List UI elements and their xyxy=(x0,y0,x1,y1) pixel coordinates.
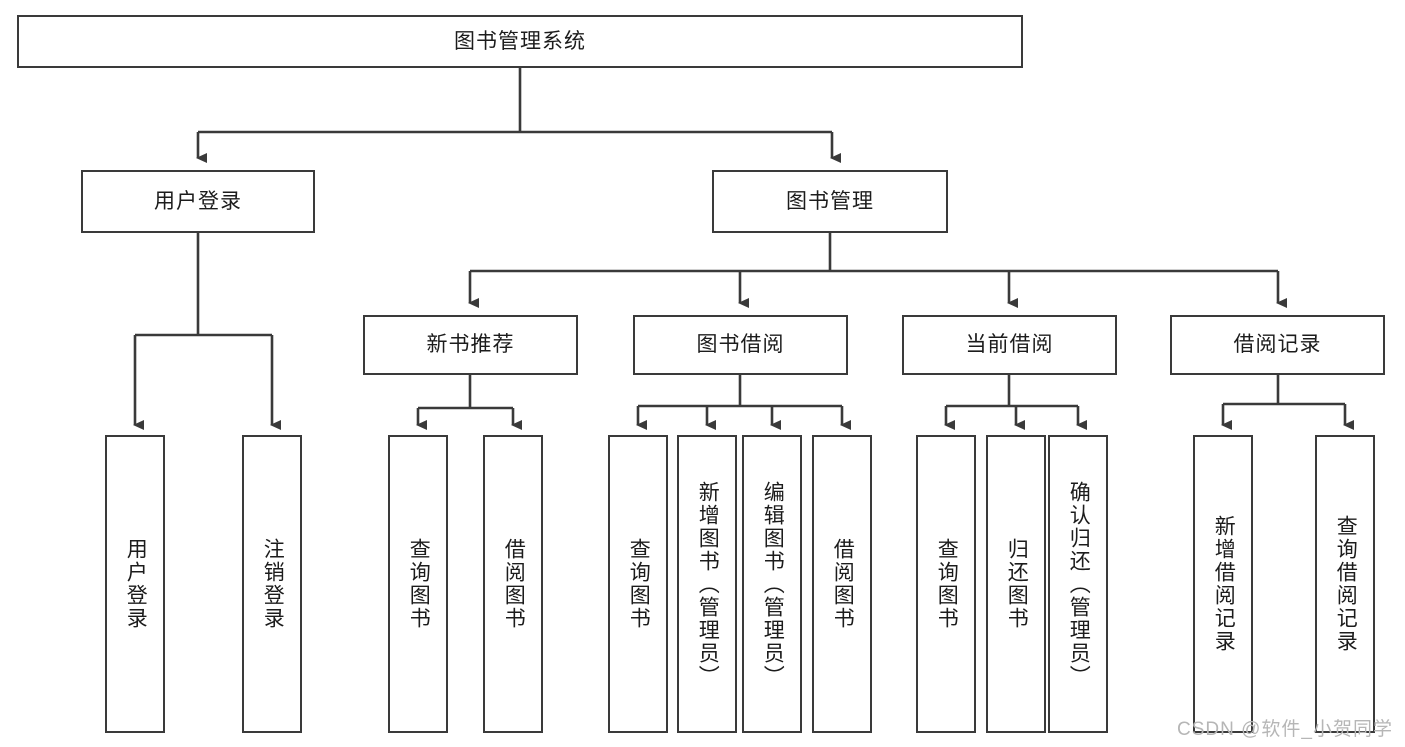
node-leaf-edit-book-admin[interactable]: 编辑图书（管理员） xyxy=(742,435,802,733)
csdn-watermark: CSDN @软件_小贺同学 xyxy=(1177,719,1393,740)
node-leaf-user-login-label: 用户登录 xyxy=(124,538,148,630)
node-leaf-borrow-book-recommend[interactable]: 借阅图书 xyxy=(483,435,543,733)
node-leaf-query-book-current[interactable]: 查询图书 xyxy=(916,435,976,733)
node-leaf-query-book-recommend[interactable]: 查询图书 xyxy=(388,435,448,733)
node-current-borrow-label: 当前借阅 xyxy=(965,333,1054,357)
node-leaf-borrow-book-recommend-label: 借阅图书 xyxy=(502,538,526,630)
node-leaf-query-book-recommend-label: 查询图书 xyxy=(407,538,431,630)
node-borrow-record[interactable]: 借阅记录 xyxy=(1170,315,1385,375)
node-leaf-query-borrow-record[interactable]: 查询借阅记录 xyxy=(1315,435,1375,733)
node-leaf-add-borrow-record[interactable]: 新增借阅记录 xyxy=(1193,435,1253,733)
node-leaf-confirm-return-admin-label: 确认归还（管理员） xyxy=(1067,480,1091,688)
node-leaf-query-book-borrow[interactable]: 查询图书 xyxy=(608,435,668,733)
node-leaf-borrow-book-label: 借阅图书 xyxy=(831,538,855,630)
node-new-book-recommend[interactable]: 新书推荐 xyxy=(363,315,578,375)
node-book-manage-label: 图书管理 xyxy=(786,189,874,213)
node-leaf-add-borrow-record-label: 新增借阅记录 xyxy=(1212,515,1236,653)
node-leaf-logout-label: 注销登录 xyxy=(261,538,285,630)
node-book-borrow[interactable]: 图书借阅 xyxy=(633,315,848,375)
node-leaf-query-borrow-record-label: 查询借阅记录 xyxy=(1334,515,1358,653)
node-leaf-query-book-borrow-label: 查询图书 xyxy=(627,538,651,630)
node-new-book-recommend-label: 新书推荐 xyxy=(426,333,515,357)
node-leaf-edit-book-admin-label: 编辑图书（管理员） xyxy=(761,480,785,688)
node-leaf-borrow-book[interactable]: 借阅图书 xyxy=(812,435,872,733)
node-leaf-add-book-admin-label: 新增图书（管理员） xyxy=(696,480,720,688)
node-borrow-record-label: 借阅记录 xyxy=(1233,333,1322,357)
node-leaf-add-book-admin[interactable]: 新增图书（管理员） xyxy=(677,435,737,733)
node-user-login[interactable]: 用户登录 xyxy=(81,170,315,233)
node-user-login-label: 用户登录 xyxy=(154,189,242,213)
node-current-borrow[interactable]: 当前借阅 xyxy=(902,315,1117,375)
node-leaf-return-book[interactable]: 归还图书 xyxy=(986,435,1046,733)
node-root-system[interactable]: 图书管理系统 xyxy=(17,15,1023,68)
node-book-borrow-label: 图书借阅 xyxy=(696,333,785,357)
node-leaf-query-book-current-label: 查询图书 xyxy=(935,538,959,630)
node-root-system-label: 图书管理系统 xyxy=(454,29,586,53)
node-leaf-confirm-return-admin[interactable]: 确认归还（管理员） xyxy=(1048,435,1108,733)
node-leaf-logout[interactable]: 注销登录 xyxy=(242,435,302,733)
node-leaf-user-login[interactable]: 用户登录 xyxy=(105,435,165,733)
node-book-manage[interactable]: 图书管理 xyxy=(712,170,948,233)
node-leaf-return-book-label: 归还图书 xyxy=(1005,538,1029,630)
